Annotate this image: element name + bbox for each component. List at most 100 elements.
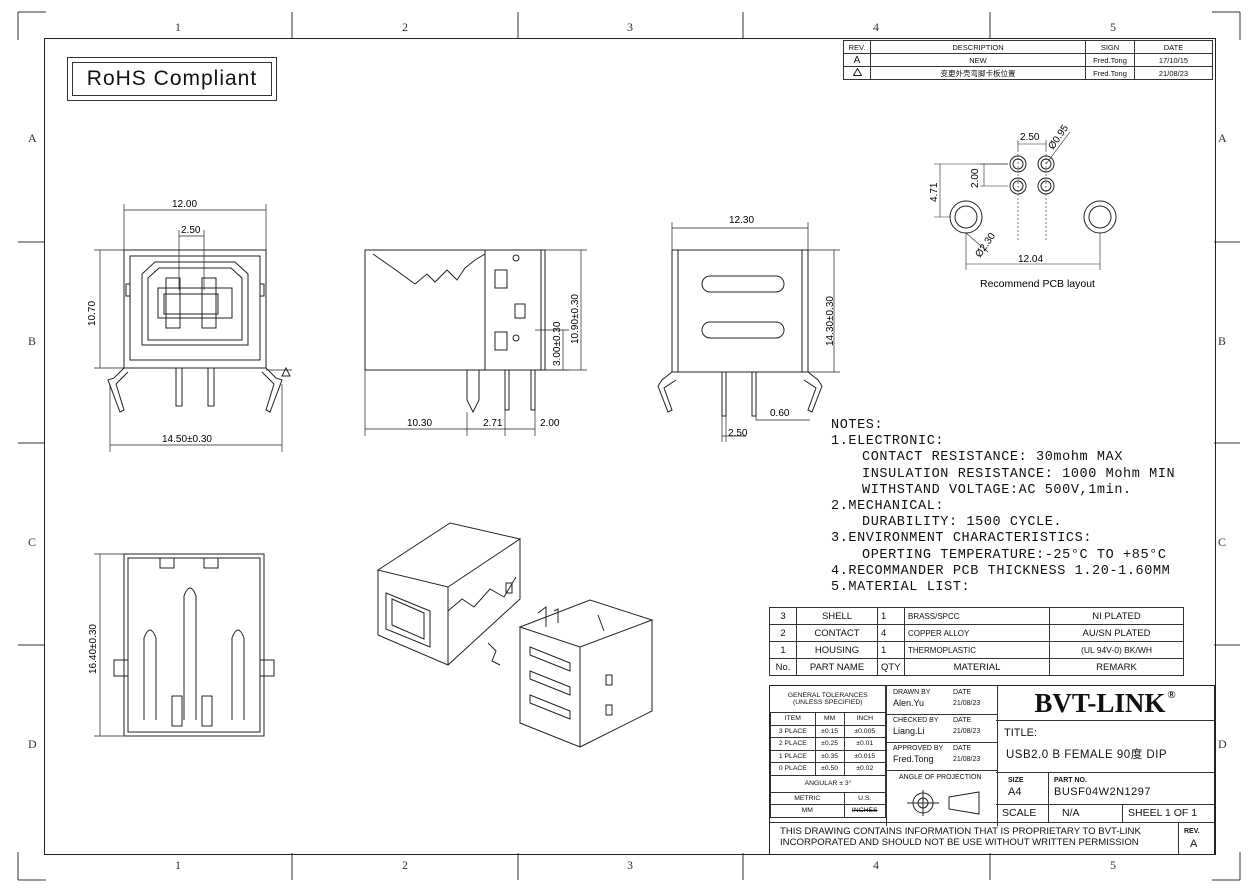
note-line: 3.ENVIRONMENT CHARACTERISTICS: (831, 531, 1093, 547)
tol-unit: U.S. (843, 791, 887, 805)
rev-label: REV. (1184, 828, 1200, 835)
note-line: 2.MECHANICAL: (831, 499, 945, 515)
drawn-date-label: DATE (953, 689, 972, 696)
tol-cell: ±0.15 (814, 724, 845, 738)
pcb-hole-label: Ø0.95 (1046, 123, 1071, 152)
notes-block: NOTES: 1.ELECTRONIC: CONTACT RESISTANCE:… (831, 418, 1175, 596)
drawn-date: 21/08/23 (953, 700, 981, 707)
scale-value: N/A (1062, 807, 1080, 819)
proprietary-notice-line1: THIS DRAWING CONTAINS INFORMATION THAT I… (780, 826, 1141, 837)
approved-date-label: DATE (953, 745, 972, 752)
approved-date: 21/08/23 (953, 756, 981, 763)
isometric-views (376, 522, 654, 748)
note-line: 5.MATERIAL LIST: (831, 580, 971, 596)
bom-no: 2 (769, 624, 797, 642)
tol-title: GENERAL TOLERANCES (787, 692, 868, 699)
material-table: 3 SHELL 1 BRASS/SPCC NI PLATED 2 CONTACT… (769, 607, 1184, 676)
note-line: CONTACT RESISTANCE: 30mohm MAX (862, 450, 1124, 466)
bom-part: CONTACT (796, 624, 878, 642)
proprietary-notice-line2: INCORPORATED AND SHOULD NOT BE USE WITHO… (780, 837, 1139, 848)
tol-cell: 1 PLACE (770, 749, 816, 763)
drawn-by: Alen.Yu (893, 698, 925, 708)
rev-header: REV. (843, 40, 871, 54)
side-gap-label: 2.00 (540, 418, 560, 429)
bom-remark: (UL 94V-0) BK/WH (1049, 641, 1184, 659)
zone-row-left-a: A (28, 131, 37, 145)
bom-header-row: No. PART NAME QTY MATERIAL REMARK (769, 658, 1184, 676)
zone-row-left-b: B (28, 334, 37, 348)
drawing-title: USB2.0 B FEMALE 90度 DIP (1006, 749, 1168, 761)
sheet-size: A4 (1008, 786, 1022, 798)
tol-cell: 3 PLACE (770, 724, 816, 738)
zone-col-bottom-2: 2 (402, 858, 408, 872)
zone-col-bottom-3: 3 (627, 858, 633, 872)
zone-row-left-c: C (28, 535, 37, 549)
side-pin-height-label: 3.00±0.30 (552, 321, 563, 366)
side-body-height-label: 10.90±0.30 (570, 294, 581, 344)
sign-header: SIGN (1085, 40, 1135, 54)
front-span-label: 14.50±0.30 (162, 434, 212, 445)
sign-cell: Fred.Tong (1085, 66, 1135, 80)
rear-width-label: 12.30 (729, 215, 754, 226)
rear-height-label: 14.30±0.30 (825, 296, 836, 346)
pcb-row-gap-label: 2.00 (970, 168, 981, 188)
sign-cell: Fred.Tong (1085, 53, 1135, 67)
rear-pitch-label: 2.50 (728, 428, 748, 439)
rear-pin-width-label: 0.60 (770, 408, 790, 419)
note-line: 4.RECOMMANDER PCB THICKNESS 1.20-1.60MM (831, 563, 1171, 579)
bom-no: 3 (769, 607, 797, 625)
bom-header: REMARK (1049, 658, 1184, 676)
tol-unit-value: MM (770, 804, 845, 818)
front-height-label: 10.70 (87, 301, 98, 326)
zone-col-top-1: 1 (175, 20, 181, 34)
company-name: BVT-LINK (1034, 687, 1166, 718)
projection-symbol-icon (907, 790, 980, 816)
tol-header: INCH (843, 712, 887, 726)
zone-col-top-5: 5 (1110, 20, 1116, 34)
bom-qty: 4 (877, 624, 905, 642)
zone-row-left-d: D (28, 737, 37, 751)
front-view: 12.00 2.50 10.70 14.50±0.30 (87, 199, 292, 452)
rev-delta-icon (843, 66, 871, 80)
zone-row-right-a: A (1218, 131, 1227, 145)
zone-row-right-c: C (1218, 535, 1227, 549)
zone-row-right-d: D (1218, 737, 1227, 751)
size-label: SIZE (1008, 777, 1024, 784)
title-block: GENERAL TOLERANCES(UNLESS SPECIFIED) ITE… (769, 685, 1215, 855)
note-line: 1.ELECTRONIC: (831, 434, 945, 450)
company-logo: BVT-LINK® (996, 686, 1214, 721)
tol-subtitle: (UNLESS SPECIFIED) (793, 699, 863, 706)
bottom-view: 16.40±0.30 (88, 553, 275, 737)
note-line: WITHSTAND VOLTAGE:AC 500V,1min. (862, 482, 1132, 498)
zone-col-top-4: 4 (873, 20, 879, 34)
bom-row: 3 SHELL 1 BRASS/SPCC NI PLATED (769, 607, 1184, 625)
notes-title: NOTES: (831, 418, 884, 433)
tol-header: MM (814, 712, 845, 726)
checked-date-label: DATE (953, 717, 972, 724)
tol-unit-value: INCHES (843, 804, 887, 818)
rohs-stamp: RoHS Compliant (67, 57, 277, 101)
zone-col-bottom-1: 1 (175, 858, 181, 872)
zone-row-right-b: B (1218, 334, 1227, 348)
bom-material: BRASS/SPCC (904, 607, 1050, 625)
bom-part: SHELL (796, 607, 878, 625)
bom-material: COPPER ALLOY (904, 624, 1050, 642)
checked-label: CHECKED BY (893, 717, 939, 724)
title-label: TITLE: (1004, 727, 1038, 739)
date-header: DATE (1134, 40, 1213, 54)
revision-table: REV. DESCRIPTION SIGN DATE A NEW Fred.To… (843, 40, 1213, 80)
pcb-layout: 2.50 Ø0.95 2.00 4.71 Ø2.30 12.04 Recomme… (929, 123, 1117, 290)
date-cell: 21/08/23 (1134, 66, 1213, 80)
pcb-caption: Recommend PCB layout (980, 278, 1095, 290)
bom-row: 2 CONTACT 4 COPPER ALLOY AU/SN PLATED (769, 624, 1184, 642)
scale-label: SCALE (1002, 807, 1037, 819)
drawn-label: DRAWN BY (893, 689, 931, 696)
zone-col-top-2: 2 (402, 20, 408, 34)
rohs-text: RoHS Compliant (72, 62, 272, 96)
zone-col-top-3: 3 (627, 20, 633, 34)
part-no-label: PART NO. (1054, 777, 1087, 784)
checked-date: 21/08/23 (953, 728, 981, 735)
bom-remark: NI PLATED (1049, 607, 1184, 625)
checked-by: Liang.Li (893, 726, 925, 736)
